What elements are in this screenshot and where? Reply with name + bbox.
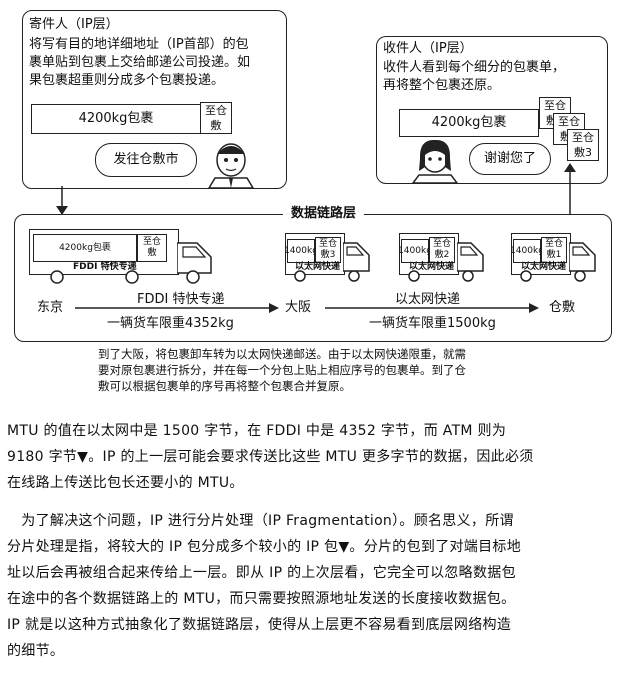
wheel-icon bbox=[408, 270, 420, 282]
truck-cab-icon bbox=[457, 242, 484, 272]
truck-side-label: 以太网快递 bbox=[295, 262, 341, 272]
wheel-icon bbox=[50, 270, 64, 284]
receiver-person-icon bbox=[412, 139, 458, 183]
city-tokyo: 东京 bbox=[37, 300, 64, 315]
sender-panel: 寄件人（IP层） 将写有目的地详细地址（IP首部）的包 裹单贴到包裹上交给邮递公… bbox=[22, 10, 287, 189]
receiver-speech-bubble: 谢谢您了 bbox=[469, 143, 551, 175]
truck-side-label: 以太网快递 bbox=[521, 262, 567, 272]
receiver-package: 4200kg包裹 bbox=[399, 109, 539, 137]
truck-cargo: 4200kg包裹 bbox=[33, 234, 137, 262]
truck-cab-icon bbox=[343, 242, 370, 272]
route2-limit: 一辆货车限重1500kg bbox=[369, 316, 496, 331]
ethernet-truck-3: 1400kg 至仓敷3 以太网快递 bbox=[284, 233, 371, 285]
truck-side-label: 以太网快递 bbox=[409, 262, 455, 272]
route2-name: 以太网快递 bbox=[395, 292, 461, 307]
route2-arrow-icon bbox=[325, 303, 539, 313]
sender-package: 4200kg包裹 bbox=[31, 104, 201, 134]
datalink-title: 数据链路层 bbox=[283, 205, 365, 223]
sender-person-icon bbox=[208, 143, 254, 188]
truck-tag: 至仓敷3 bbox=[315, 237, 341, 263]
truck-cargo: 1400kg bbox=[398, 239, 432, 263]
receiver-tag-3: 至仓 敷3 bbox=[567, 129, 599, 161]
truck-cab-icon bbox=[177, 242, 212, 274]
receiver-panel: 收件人（IP层） 收件人看到每个细分的包裹单， 再将整个包裹还原。 4200kg… bbox=[376, 36, 608, 184]
fddi-truck: 4200kg包裹 至仓 敷 FDDI 特快专递 bbox=[29, 229, 219, 285]
sender-description: 将写有目的地详细地址（IP首部）的包 裹单贴到包裹上交给邮递公司投递。如 果包裹… bbox=[29, 37, 251, 88]
datalink-panel: 数据链路层 4200kg包裹 至仓 敷 FDDI 特快专递 1400kg 至仓敷… bbox=[14, 205, 612, 342]
city-kurashiki: 仓敷 bbox=[549, 300, 576, 315]
sender-speech-bubble: 发往仓敷市 bbox=[95, 143, 197, 177]
truck-side-label: FDDI 特快专递 bbox=[73, 262, 137, 272]
wheel-icon bbox=[520, 270, 532, 282]
wheel-icon bbox=[348, 270, 360, 282]
sender-address-tag: 至仓 敷 bbox=[200, 102, 232, 134]
wheel-icon bbox=[125, 270, 139, 284]
wheel-icon bbox=[574, 270, 586, 282]
receiver-description: 收件人看到每个细分的包裹单， 再将整个包裹还原。 bbox=[383, 60, 566, 93]
truck-cab-icon bbox=[569, 242, 596, 272]
wheel-icon bbox=[186, 270, 200, 284]
city-osaka: 大阪 bbox=[285, 300, 312, 315]
route1-arrow-icon bbox=[75, 303, 279, 313]
ethernet-truck-2: 1400kg 至仓敷2 以太网快递 bbox=[398, 233, 485, 285]
route1-limit: 一辆货车限重4352kg bbox=[107, 316, 234, 331]
up-arrow-icon bbox=[564, 163, 576, 216]
wheel-icon bbox=[462, 270, 474, 282]
paragraph-mtu: MTU 的值在以太网中是 1500 字节，在 FDDI 中是 4352 字节，而… bbox=[7, 423, 534, 491]
figure-caption: 到了大阪，将包裹卸车转为以太网快递邮送。由于以太网快递限重，就需 要对原包裹进行… bbox=[98, 347, 466, 393]
sender-title: 寄件人（IP层） bbox=[29, 17, 119, 32]
truck-cargo: 1400kg bbox=[510, 239, 544, 263]
wheel-icon bbox=[294, 270, 306, 282]
paragraph-fragmentation: 为了解决这个问题，IP 进行分片处理（IP Fragmentation）。顾名思… bbox=[7, 513, 522, 659]
truck-tag: 至仓 敷 bbox=[137, 234, 167, 262]
ethernet-truck-1: 1400kg 至仓敷1 以太网快递 bbox=[510, 233, 597, 285]
receiver-title: 收件人（IP层） bbox=[383, 41, 473, 56]
down-arrow-icon bbox=[56, 186, 68, 215]
truck-tag: 至仓敷1 bbox=[541, 237, 567, 263]
truck-cargo: 1400kg bbox=[284, 239, 318, 263]
truck-tag: 至仓敷2 bbox=[429, 237, 455, 263]
route1-name: FDDI 特快专递 bbox=[137, 292, 225, 307]
